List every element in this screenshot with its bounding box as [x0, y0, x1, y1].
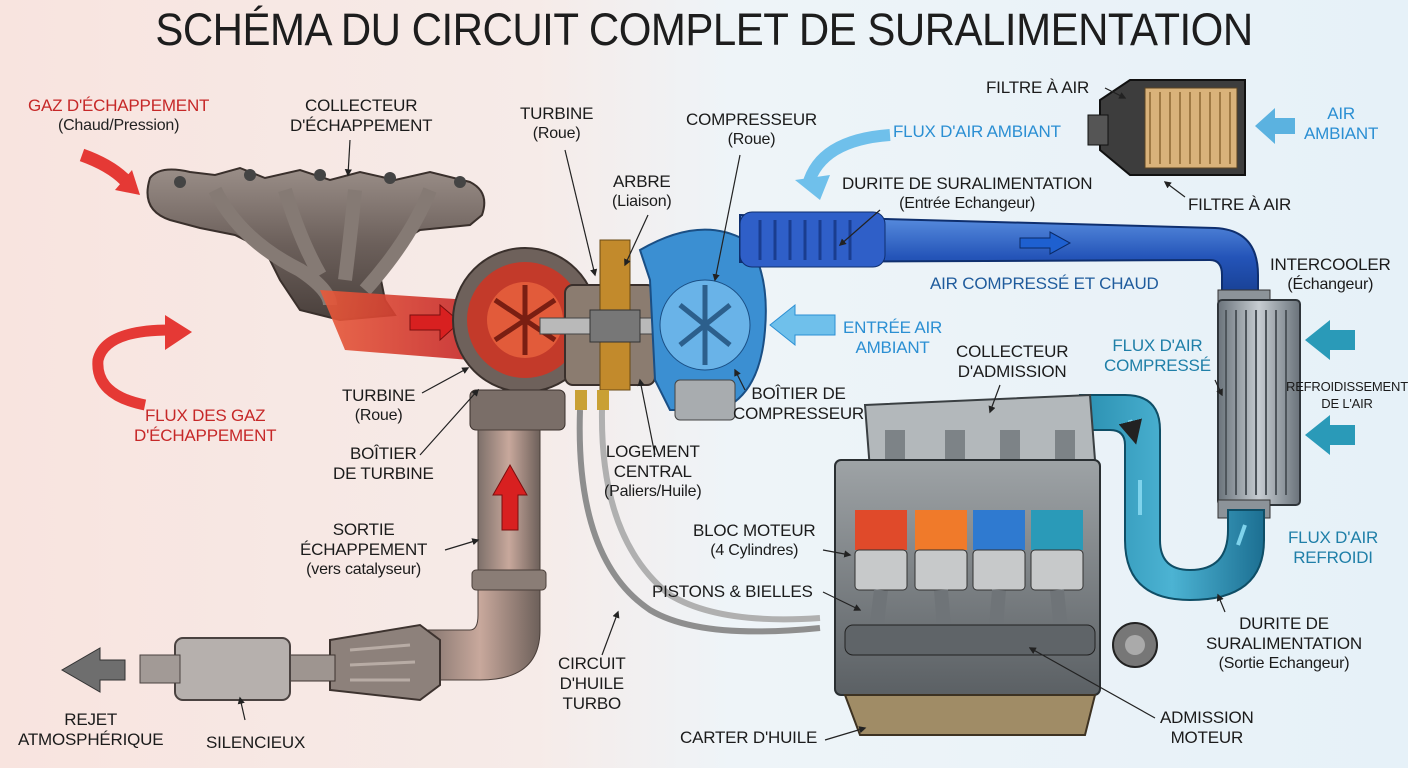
label-filtre-air-top: FILTRE À AIR [986, 78, 1090, 97]
label-compresseur-roue: COMPRESSEUR (Roue) [686, 110, 817, 148]
label-durite-entree: DURITE DE SURALIMENTATION (Entrée Echang… [842, 174, 1093, 212]
label-collecteur-admission: COLLECTEUR D'ADMISSION [956, 342, 1069, 381]
label-filtre-air-bottom: FILTRE À AIR [1188, 195, 1292, 214]
label-durite-sortie: DURITE DE SURALIMENTATION (Sortie Echang… [1206, 614, 1362, 672]
exhaust-downpipe [61, 429, 547, 702]
label-pistons-bielles: PISTONS & BIELLES [652, 582, 813, 601]
label-flux-air-compresse: FLUX D'AIR COMPRESSÉ [1104, 336, 1211, 375]
label-bloc-moteur: BLOC MOTEUR (4 Cylindres) [693, 521, 816, 559]
intercooler [1217, 289, 1355, 519]
label-intercooler: INTERCOOLER (Échangeur) [1270, 255, 1391, 293]
compressor-housing [638, 228, 767, 421]
label-air-ambiant: AIR AMBIANT [1304, 104, 1379, 143]
oil-lines [576, 409, 821, 635]
label-collecteur-echappement: COLLECTEUR D'ÉCHAPPEMENT [290, 96, 433, 135]
label-turbine-roue-top: TURBINE (Roue) [520, 104, 594, 142]
label-turbine-roue-left: TURBINE (Roue) [342, 386, 416, 424]
center-housing [539, 239, 701, 410]
charge-pipe-cooled [1079, 394, 1265, 602]
engine-block [834, 393, 1158, 736]
label-flux-air-ambiant: FLUX D'AIR AMBIANT [893, 122, 1061, 141]
leader-lines [237, 87, 1226, 741]
label-flux-air-refroidi: FLUX D'AIR REFROIDI [1288, 528, 1379, 567]
label-entree-air-ambiant: ENTRÉE AIR AMBIANT [843, 318, 943, 357]
exhaust-manifold [146, 166, 486, 360]
label-flux-gaz: FLUX DES GAZ D'ÉCHAPPEMENT [134, 406, 277, 445]
label-arbre: ARBRE (Liaison) [612, 172, 672, 210]
label-admission-moteur: ADMISSION MOTEUR [1160, 708, 1254, 747]
label-silencieux: SILENCIEUX [206, 733, 306, 752]
label-air-compresse-chaud: AIR COMPRESSÉ ET CHAUD [930, 274, 1159, 293]
label-carter-huile: CARTER D'HUILE [680, 728, 818, 747]
label-gaz-echappement: GAZ D'ÉCHAPPEMENT (Chaud/Pression) [28, 96, 210, 134]
label-boitier-compresseur: BOÎTIER DE COMPRESSEUR [733, 384, 864, 423]
turbine-housing [452, 247, 598, 431]
exhaust-flow-arrow [79, 148, 192, 411]
label-logement-central: LOGEMENT CENTRAL (Paliers/Huile) [604, 442, 702, 500]
diagram-title: SCHÉMA DU CIRCUIT COMPLET DE SURALIMENTA… [155, 4, 1253, 55]
ambient-flow-arrows [769, 129, 891, 347]
label-boitier-turbine: BOÎTIER DE TURBINE [333, 444, 434, 483]
label-circuit-huile: CIRCUIT D'HUILE TURBO [558, 654, 626, 713]
label-refroidissement: REFROIDISSEMENT DE L'AIR [1286, 379, 1408, 411]
label-rejet: REJET ATMOSPHÉRIQUE [18, 710, 164, 749]
air-filter [1087, 79, 1295, 176]
label-sortie-echappement: SORTIE ÉCHAPPEMENT (vers catalyseur) [300, 520, 428, 578]
